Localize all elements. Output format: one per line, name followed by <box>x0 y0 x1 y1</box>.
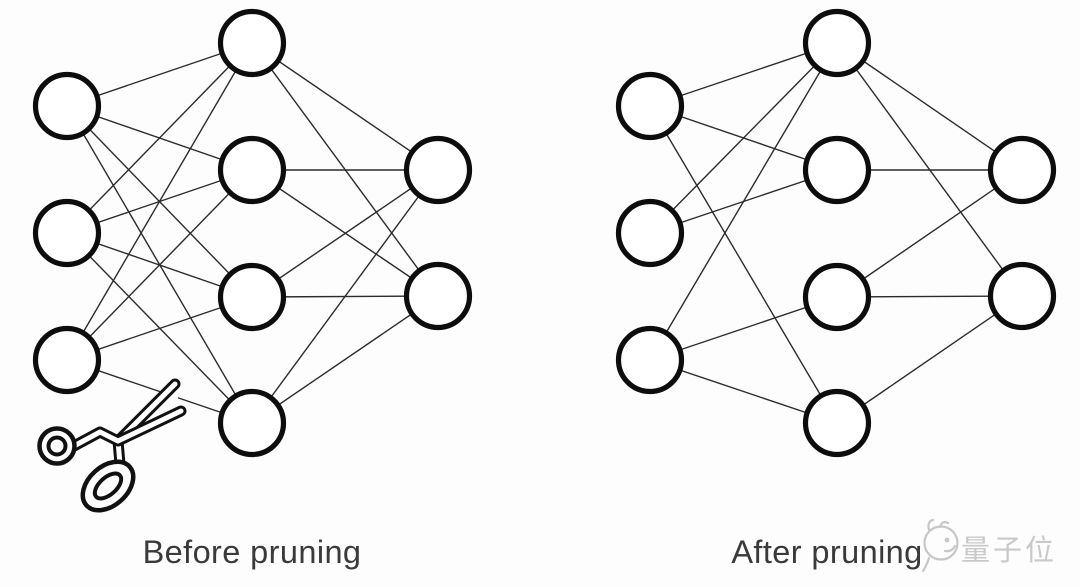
edge-h4-o1 <box>251 169 439 424</box>
neuron-before-input-1 <box>32 71 102 141</box>
edge-i1-h4 <box>649 105 838 424</box>
neuron-after-input-1 <box>615 71 685 141</box>
qbitai-watermark: 量子位 <box>961 533 1058 567</box>
edge-h3-o1 <box>251 169 439 298</box>
neuron-after-output-2 <box>987 261 1057 331</box>
neuron-before-hidden-2 <box>217 135 287 205</box>
neuron-after-hidden-4 <box>802 388 872 458</box>
neuron-after-hidden-2 <box>802 135 872 205</box>
network-after <box>615 8 1057 458</box>
neuron-before-output-2 <box>403 261 473 331</box>
qbitai-logo-icon <box>921 518 959 573</box>
neuron-after-output-1 <box>987 135 1057 205</box>
edge-i3-h1 <box>66 42 253 361</box>
neuron-before-output-1 <box>403 135 473 205</box>
neuron-before-hidden-3 <box>217 262 287 332</box>
edge-i2-h1 <box>66 42 253 234</box>
edge-h4-o2 <box>251 295 439 424</box>
edge-h4-o2 <box>836 295 1023 424</box>
edge-h1-o1 <box>836 42 1023 171</box>
edge-h3-o1 <box>836 169 1023 298</box>
neuron-after-hidden-1 <box>802 8 872 78</box>
edge-i3-h2 <box>66 169 253 361</box>
edge-i2-h1 <box>649 42 838 234</box>
scissors-icon <box>37 378 187 513</box>
neuron-after-input-2 <box>615 198 685 268</box>
neuron-after-hidden-3 <box>802 262 872 332</box>
neuron-before-hidden-4 <box>217 388 287 458</box>
neuron-before-input-3 <box>32 325 102 395</box>
edge-h1-o1 <box>251 42 439 171</box>
caption-after-pruning: After pruning <box>731 534 923 570</box>
neuron-before-input-2 <box>32 198 102 268</box>
network-before <box>32 8 473 458</box>
neuron-before-hidden-1 <box>217 8 287 78</box>
edge-i3-h1 <box>649 42 838 361</box>
neuron-after-input-3 <box>615 325 685 395</box>
caption-before-pruning: Before pruning <box>142 534 362 570</box>
